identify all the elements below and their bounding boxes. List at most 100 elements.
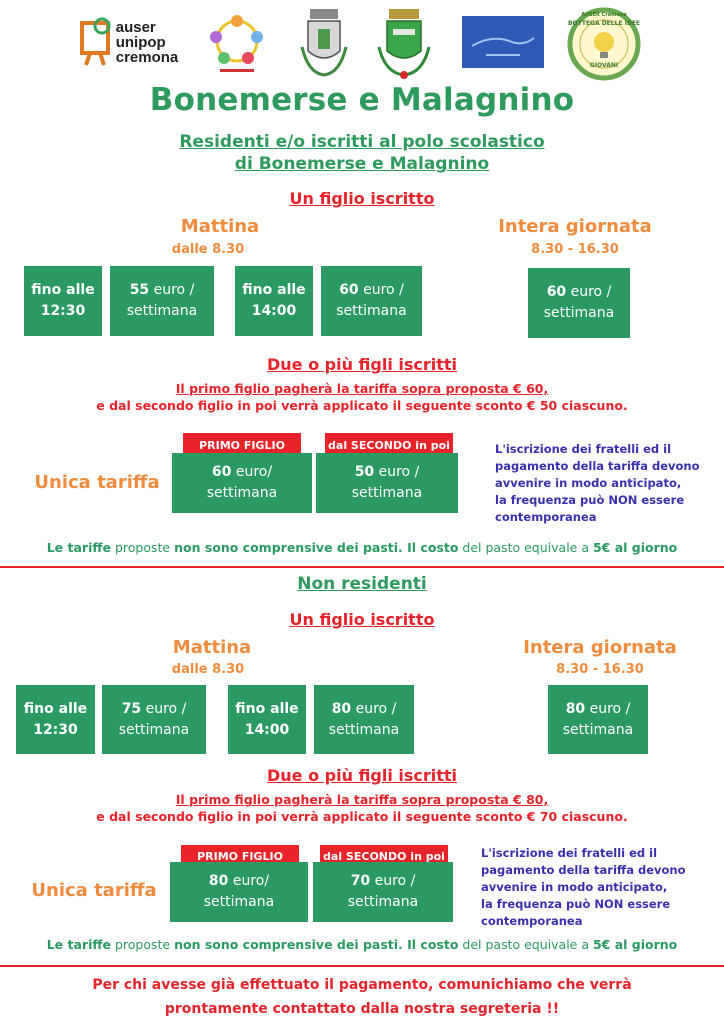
note-line: avvenire in modo anticipato, bbox=[481, 880, 668, 894]
price-value: 55 bbox=[129, 282, 150, 298]
price-value: 60 bbox=[339, 282, 359, 298]
non-residenti-intera-time: 8.30 - 16.30 bbox=[556, 662, 644, 677]
price-unit: euro/ bbox=[231, 464, 273, 480]
note-line: pagamento della tariffa devono bbox=[481, 863, 686, 877]
non-residenti-first-child-label: PRIMO FIGLIO bbox=[181, 845, 299, 867]
price-unit: euro/ bbox=[228, 873, 270, 889]
page-title: Bonemerse e Malagnino bbox=[149, 82, 575, 118]
bottega-idee-logo bbox=[566, 6, 642, 82]
note-line: L'iscrizione dei fratelli ed il bbox=[481, 846, 658, 860]
sentiero-wave-icon bbox=[471, 37, 535, 56]
non-residenti-price-1230-box: 75 euro / settimana bbox=[102, 685, 206, 754]
footnote-part: non sono comprensive dei pasti. bbox=[174, 540, 403, 555]
non-residenti-mattina-time: dalle 8.30 bbox=[171, 662, 245, 677]
non-residenti-meals-footnote: Le tariffe proposte non sono comprensive… bbox=[0, 937, 724, 952]
residenti-unica-tariffa-label: Unica tariffa bbox=[34, 472, 160, 493]
residenti-intera-time: 8.30 - 16.30 bbox=[531, 242, 619, 257]
auser-logo-line: cremona bbox=[115, 48, 179, 66]
footnote-part: proposte bbox=[110, 937, 175, 952]
non-residenti-unica-tariffa-label: Unica tariffa bbox=[31, 880, 157, 901]
price-value: 70 bbox=[350, 873, 371, 889]
residenti-meals-footnote: Le tariffe proposte non sono comprensive… bbox=[0, 540, 724, 555]
notice-line: Per chi avesse già effettuato il pagamen… bbox=[92, 977, 632, 993]
price-unit: euro / bbox=[141, 700, 187, 717]
note-line: avvenire in modo anticipato, bbox=[495, 476, 682, 490]
price-period: settimana bbox=[351, 485, 423, 501]
payment-notice: Per chi avesse già effettuato il pagamen… bbox=[0, 973, 724, 1021]
discount-line: Il primo figlio pagherà la tariffa sopra… bbox=[175, 792, 549, 807]
residenti-price-1400-box: 60 euro / settimana bbox=[321, 266, 422, 336]
price-unit: euro / bbox=[358, 282, 404, 298]
price-value: 75 bbox=[121, 700, 142, 717]
residenti-until-1400-box: fino alle 14:00 bbox=[235, 266, 313, 336]
price-period: settimana bbox=[336, 303, 407, 319]
price-period: settimana bbox=[347, 894, 419, 910]
box-line: 14:00 bbox=[251, 303, 297, 319]
auser-unipop-logo: auser unipop cremona bbox=[74, 12, 184, 72]
notice-line: prontamente contattato dalla nostra segr… bbox=[164, 1001, 560, 1017]
auser-mark-icon bbox=[79, 17, 111, 66]
footnote-part: 5€ al giorno bbox=[592, 540, 678, 555]
footnote-part: Le tariffe bbox=[46, 937, 111, 952]
box-line: 12:30 bbox=[40, 303, 86, 319]
price-period: settimana bbox=[543, 305, 615, 321]
residenti-first-child-price-box: 60 euro/ settimana bbox=[172, 453, 312, 513]
non-residenti-discount-text: Il primo figlio pagherà la tariffa sopra… bbox=[0, 791, 724, 825]
non-residenti-siblings-note: L'iscrizione dei fratelli ed il pagament… bbox=[481, 845, 717, 930]
price-line: 60 euro / bbox=[339, 280, 404, 301]
section-divider bbox=[0, 566, 724, 568]
bottega-logo-top-text: AUSER Cremona bbox=[581, 12, 627, 18]
note-line: la frequenza può NON essere bbox=[481, 897, 671, 911]
residenti-second-child-price-box: 50 euro / settimana bbox=[316, 453, 458, 513]
residenti-full-day-price-box: 60 euro / settimana bbox=[528, 268, 630, 338]
box-line: 14:00 bbox=[244, 721, 290, 738]
discount-line: Il primo figlio pagherà la tariffa sopra… bbox=[175, 381, 549, 396]
sentiero-logo bbox=[462, 16, 544, 68]
price-value: 60 bbox=[546, 284, 567, 300]
residenti-intera-label: Intera giornata bbox=[498, 216, 652, 237]
price-period: settimana bbox=[328, 721, 400, 738]
price-value: 80 bbox=[565, 700, 586, 717]
price-line: 80 euro/ bbox=[209, 871, 269, 892]
bottega-logo-bottom-text: GIOVANI bbox=[589, 62, 619, 69]
discount-line: e dal secondo figlio in poi verrà applic… bbox=[96, 398, 628, 413]
price-period: settimana bbox=[206, 485, 278, 501]
residenti-mattina-time: dalle 8.30 bbox=[171, 242, 245, 257]
price-period: settimana bbox=[118, 721, 190, 738]
bonemerse-coat-of-arms bbox=[296, 6, 352, 80]
note-line: la frequenza può NON essere bbox=[495, 493, 685, 507]
non-residenti-heading: Non residenti bbox=[297, 574, 427, 594]
residenti-siblings-note: L'iscrizione dei fratelli ed il pagament… bbox=[495, 441, 717, 526]
box-line: 12:30 bbox=[33, 721, 78, 738]
children-circle-logo bbox=[200, 10, 274, 76]
price-value: 80 bbox=[208, 873, 229, 889]
auser-logo-line: unipop bbox=[115, 33, 166, 51]
residenti-one-child-heading: Un figlio iscritto bbox=[289, 189, 435, 208]
footnote-part: del pasto equivale a bbox=[458, 937, 593, 952]
price-unit: euro / bbox=[370, 873, 416, 889]
price-unit: euro / bbox=[149, 282, 195, 298]
non-residenti-until-1400-box: fino alle 14:00 bbox=[228, 685, 306, 754]
malagnino-coat-of-arms bbox=[374, 6, 434, 82]
price-line: 50 euro / bbox=[355, 462, 420, 483]
bottega-idee-icon bbox=[567, 7, 641, 81]
non-residenti-second-child-label: dal SECONDO in poi bbox=[320, 845, 448, 867]
price-period: settimana bbox=[126, 303, 198, 319]
price-value: 50 bbox=[354, 464, 375, 480]
note-line: contemporanea bbox=[481, 914, 583, 928]
price-unit: euro / bbox=[374, 464, 420, 480]
price-line: 75 euro / bbox=[122, 699, 187, 720]
coat-of-arms-icon bbox=[300, 9, 348, 77]
residenti-price-1230-box: 55 euro / settimana bbox=[110, 266, 214, 336]
box-line: fino alle bbox=[31, 282, 95, 298]
price-line: 60 euro/ bbox=[212, 462, 272, 483]
non-residenti-until-1230-box: fino alle 12:30 bbox=[16, 685, 95, 754]
non-residenti-first-child-price-box: 80 euro/ settimana bbox=[170, 862, 308, 922]
non-residenti-one-child-heading: Un figlio iscritto bbox=[289, 610, 435, 629]
residenti-until-1230-box: fino alle 12:30 bbox=[24, 266, 102, 336]
non-residenti-full-day-price-box: 80 euro / settimana bbox=[548, 685, 648, 754]
price-line: 60 euro / bbox=[547, 282, 612, 303]
note-line: L'iscrizione dei fratelli ed il bbox=[495, 442, 672, 456]
non-residenti-second-child-price-box: 70 euro / settimana bbox=[313, 862, 453, 922]
price-unit: euro / bbox=[566, 284, 612, 300]
